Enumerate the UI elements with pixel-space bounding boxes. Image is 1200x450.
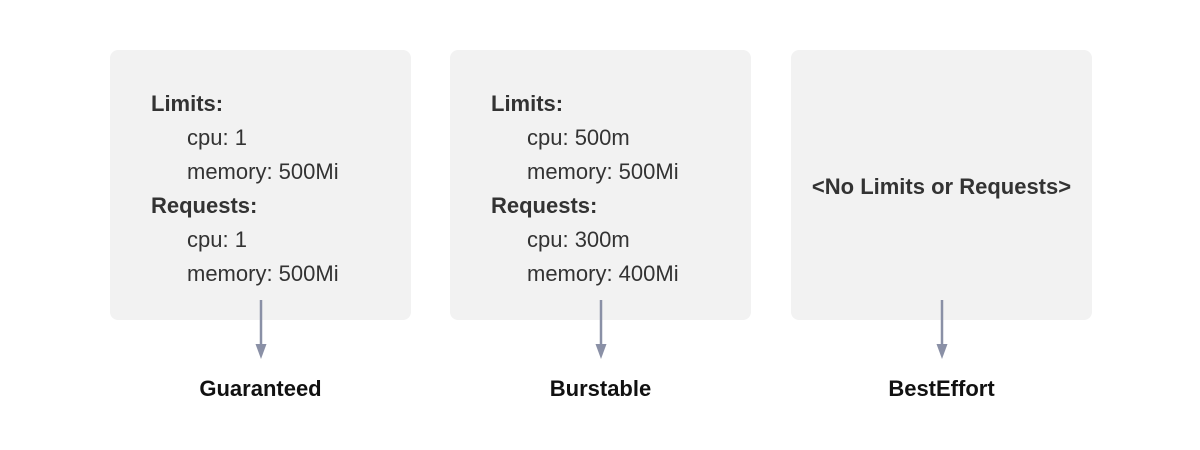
qos-class-label-guaranteed: Guaranteed — [199, 376, 322, 401]
limits-cpu-value: cpu: 500m — [527, 125, 630, 150]
down-arrow-icon — [595, 300, 607, 359]
requests-cpu-value: cpu: 300m — [527, 227, 630, 252]
limits-memory-value: memory: 500Mi — [527, 159, 679, 184]
down-arrow-icon — [255, 300, 267, 359]
resource-spec: Limits: cpu: 1 memory: 500Mi Requests: c… — [151, 87, 339, 291]
requests-heading: Requests: — [151, 193, 258, 218]
qos-class-label-burstable: Burstable — [549, 376, 652, 401]
down-arrow-icon — [936, 300, 948, 359]
limits-heading: Limits: — [151, 91, 224, 116]
requests-memory-value: memory: 400Mi — [527, 261, 679, 286]
no-limits-note: <No Limits or Requests> — [811, 174, 1072, 199]
requests-heading: Requests: — [491, 193, 598, 218]
requests-memory-value: memory: 500Mi — [187, 261, 339, 286]
besteffort-spec-card: <No Limits or Requests> — [791, 50, 1092, 320]
requests-cpu-value: cpu: 1 — [187, 227, 247, 252]
resource-spec: Limits: cpu: 500m memory: 500Mi Requests… — [491, 87, 679, 291]
qos-class-label-besteffort: BestEffort — [888, 376, 995, 401]
limits-heading: Limits: — [491, 91, 564, 116]
limits-memory-value: memory: 500Mi — [187, 159, 339, 184]
guaranteed-spec-card: Limits: cpu: 1 memory: 500Mi Requests: c… — [110, 50, 411, 320]
limits-cpu-value: cpu: 1 — [187, 125, 247, 150]
burstable-spec-card: Limits: cpu: 500m memory: 500Mi Requests… — [450, 50, 751, 320]
